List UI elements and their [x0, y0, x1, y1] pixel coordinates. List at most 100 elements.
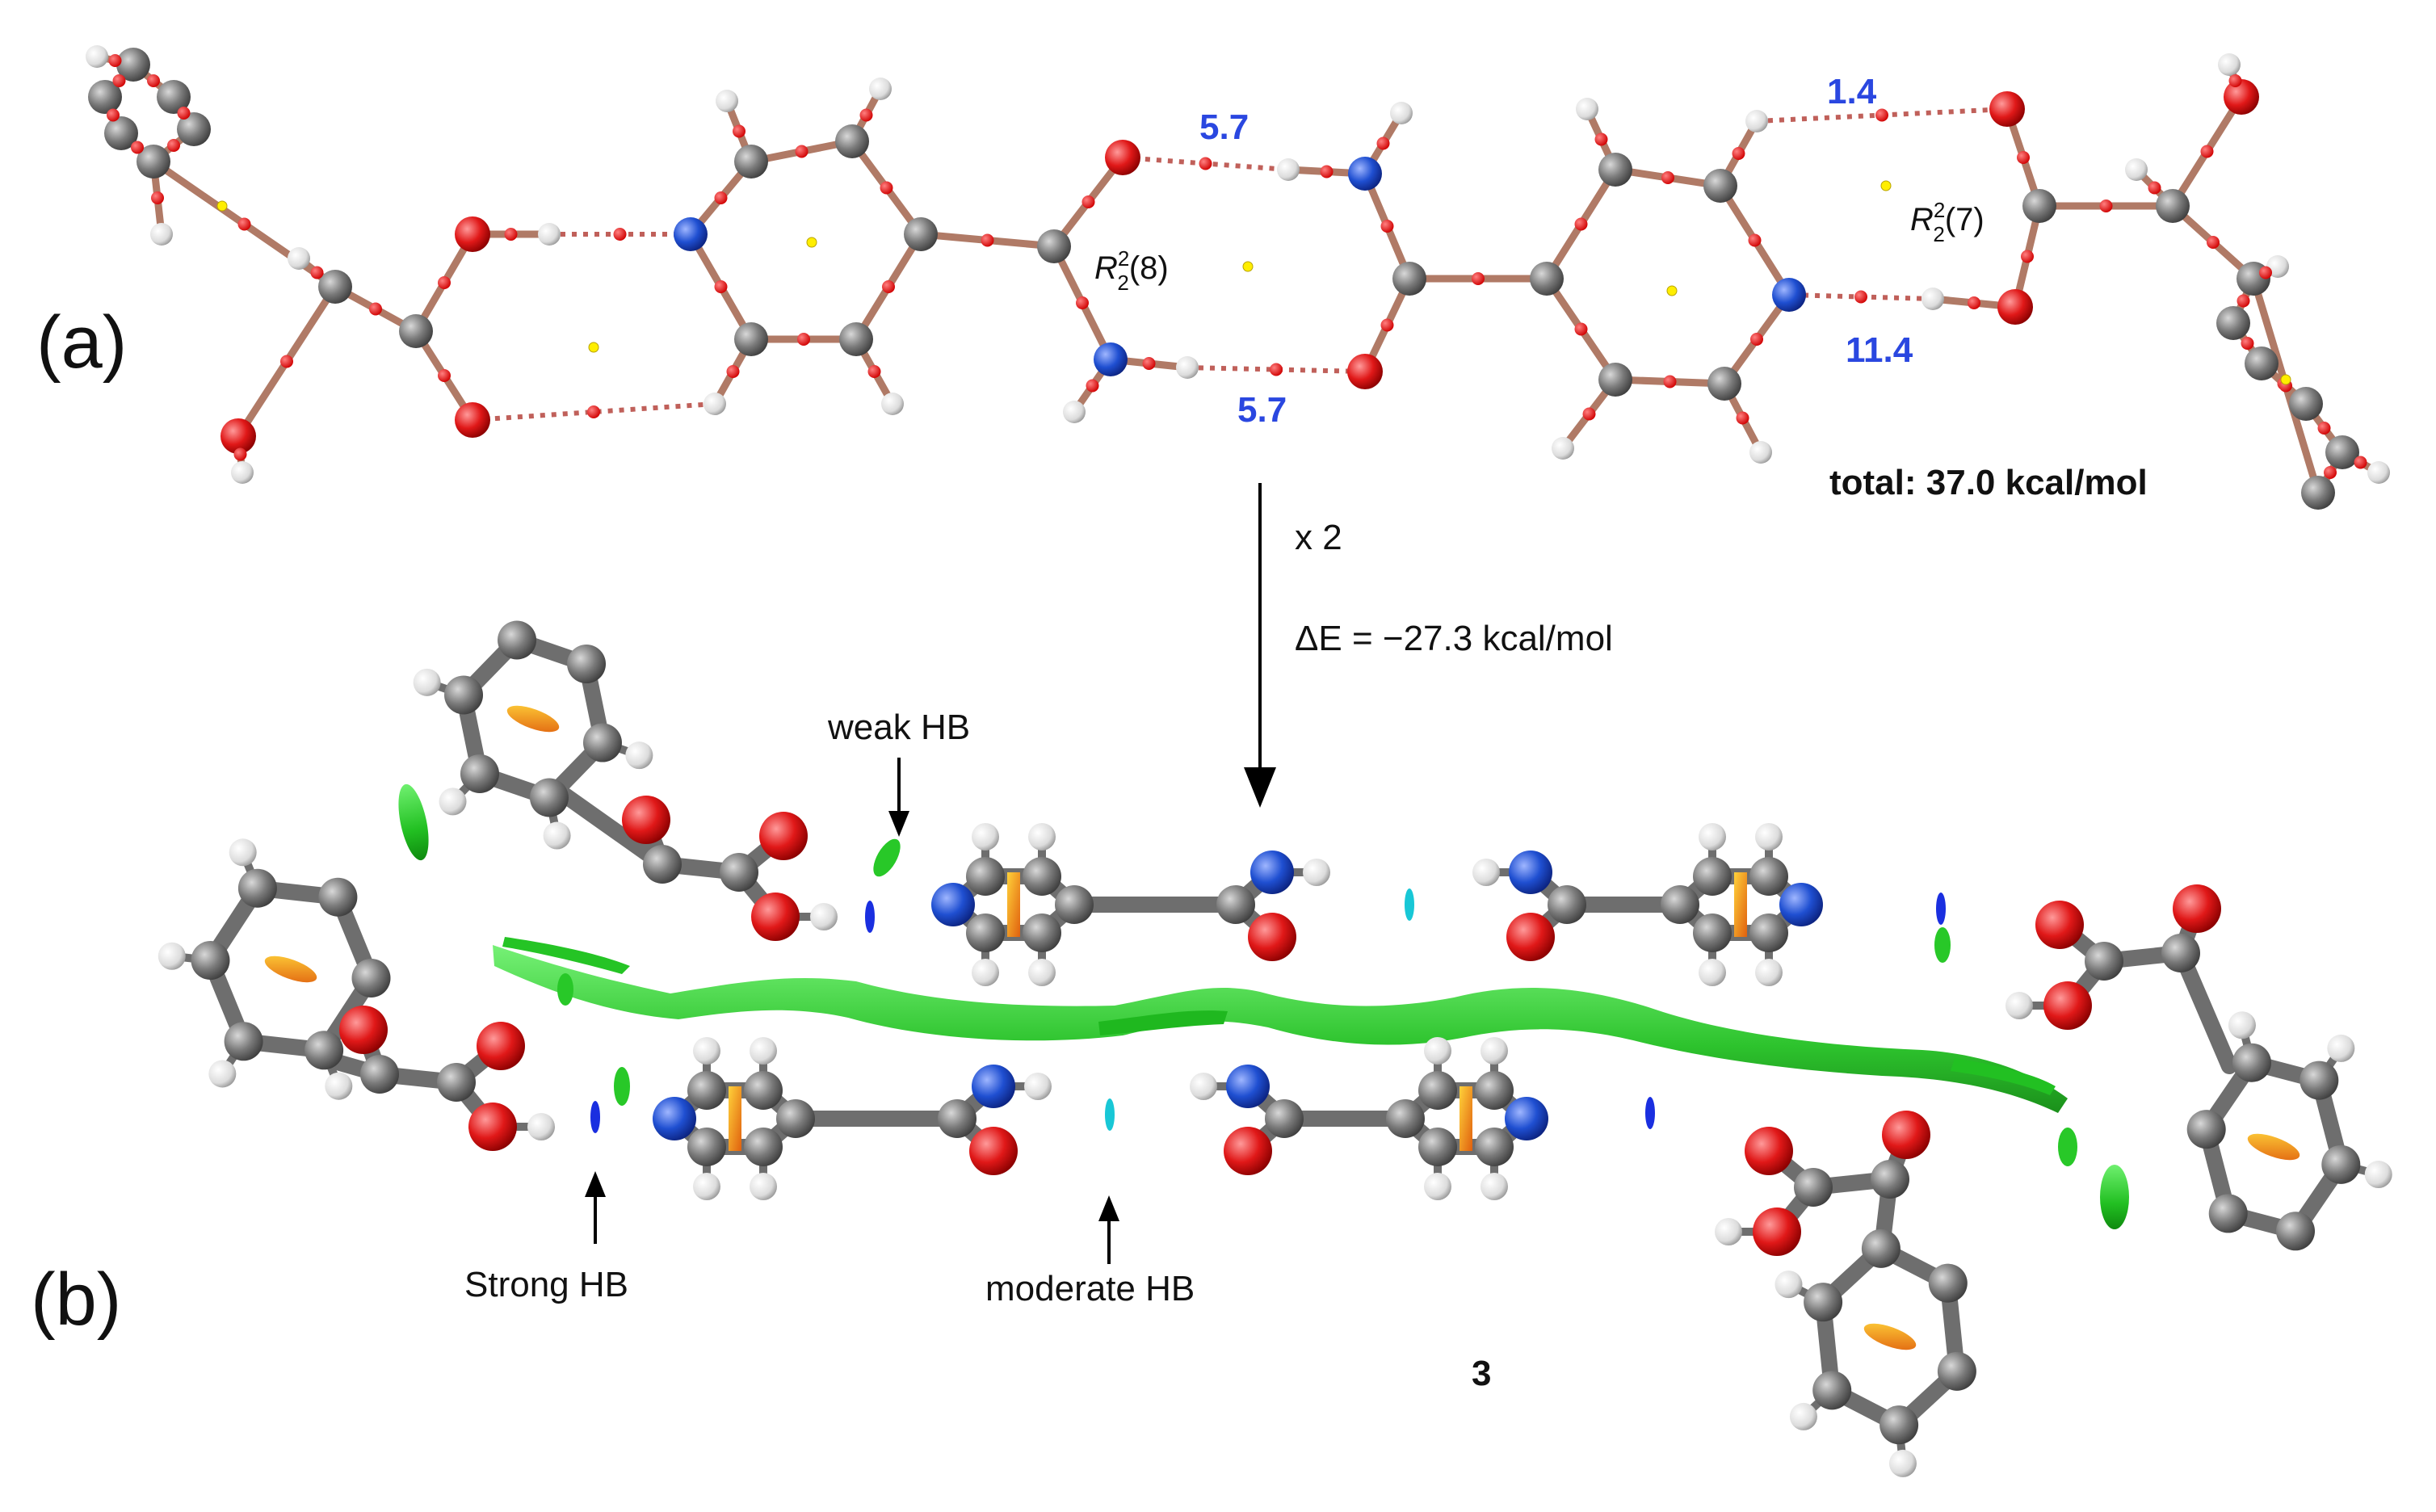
carbon-atom	[2232, 1043, 2271, 1082]
oxygen-atom	[2224, 79, 2259, 115]
carbon-atom	[444, 675, 484, 715]
hydrogen-atom	[716, 90, 738, 112]
bond-critical-point	[147, 74, 160, 87]
hydrogen-atom	[704, 393, 726, 415]
hydrogen-bond-paths	[472, 107, 2008, 422]
carbon-atom	[136, 145, 170, 178]
carbon-atom	[1937, 1351, 1976, 1391]
oxygen-atom	[1248, 913, 1296, 961]
hydrogen-atom	[1190, 1073, 1217, 1100]
nci-green-right-mid	[2058, 1128, 2077, 1166]
bond-critical-point	[2021, 250, 2034, 263]
carbon-atom	[1871, 1160, 1909, 1199]
hydrogen-atom	[972, 823, 999, 850]
oxygen-atom	[622, 796, 670, 844]
hydrogen-atom	[869, 78, 892, 100]
hydrogen-atom	[288, 247, 310, 270]
ring-nci-bar	[1007, 872, 1020, 937]
carbon-atom	[734, 145, 768, 178]
strong-hb-arrow-head	[585, 1171, 606, 1197]
bond-critical-point	[177, 107, 191, 120]
bond-critical-point	[1086, 379, 1099, 393]
hydrogen-atom	[325, 1072, 353, 1100]
carbon-atom	[966, 914, 1005, 952]
nitrogen-atom	[1509, 850, 1552, 894]
nci-stacking-fragment-c	[1951, 1058, 2056, 1095]
hydrogen-atom	[1424, 1037, 1451, 1065]
carbon-atom	[2276, 1212, 2316, 1251]
dimerization-arrow: x 2 ΔE = −27.3 kcal/mol	[1244, 483, 1613, 808]
bond-critical-point	[1380, 220, 1394, 233]
carbon-atom	[1598, 363, 1632, 397]
bond-critical-point	[1320, 165, 1334, 178]
bond-critical-point	[2317, 422, 2331, 435]
nci-green-right-low	[2100, 1165, 2129, 1229]
hydrogen-atom	[527, 1113, 555, 1140]
carbon-atom	[1812, 1371, 1852, 1410]
down-arrow-head	[1244, 767, 1276, 808]
carbon-atom	[1392, 262, 1426, 296]
ring-nci-disk	[1863, 1323, 1917, 1350]
bond-critical-point	[867, 365, 881, 378]
hydrogen-atom	[1755, 959, 1783, 986]
nci-surfaces	[398, 783, 2129, 1229]
oxygen-atom	[759, 812, 808, 860]
oxygen-atom	[1882, 1111, 1930, 1159]
hydrogen-atom	[1576, 98, 1598, 120]
nitrogen-atom	[1505, 1097, 1548, 1140]
energy-label-top-left: 5.7	[1199, 107, 1249, 147]
oxygen-atom	[468, 1102, 517, 1151]
carbon-atom	[835, 124, 869, 158]
hydrogen-atom	[2125, 158, 2148, 181]
oxygen-atom	[2035, 901, 2084, 949]
carbon-atom	[498, 620, 537, 660]
bond-critical-point	[1574, 322, 1588, 336]
bond-critical-point	[438, 369, 451, 382]
oxygen-atom	[1224, 1127, 1272, 1175]
ring-critical-point	[1666, 285, 1678, 296]
hydrogen-atom	[2266, 255, 2289, 278]
bond-critical-point	[733, 124, 746, 138]
bond-critical-point	[233, 447, 247, 461]
carbon-atom	[734, 322, 768, 356]
nci-green-weak-hb	[873, 838, 901, 877]
nitrogen-atom	[1772, 278, 1806, 312]
bond-critical-point	[2017, 151, 2030, 164]
bond-critical-point	[981, 233, 994, 247]
carbon-atom	[351, 958, 391, 998]
nitrogen-atom	[1094, 342, 1128, 376]
carbon-atom	[399, 314, 433, 348]
bond-critical-point	[438, 276, 451, 289]
bond	[2173, 945, 2237, 1074]
carbon-atom	[1749, 914, 1788, 952]
panel-b: (b)	[31, 620, 2392, 1477]
hydrogen-atom	[1715, 1218, 1742, 1245]
nitrogen-atom	[1348, 157, 1382, 191]
hydrogen-bond-critical-point	[1854, 290, 1867, 304]
oxygen-atom	[2043, 981, 2092, 1030]
panel-b-label: (b)	[31, 1258, 121, 1341]
nci-stacking-fragment-b	[1098, 1010, 1228, 1035]
carbon-atom	[744, 1071, 783, 1110]
hydrogen-atom	[2364, 1161, 2392, 1189]
oxygen-atom	[1989, 91, 2025, 127]
oxygen-atom	[455, 216, 490, 252]
bond-critical-point	[280, 355, 293, 368]
carbon-atom	[2216, 306, 2250, 340]
bond-critical-point	[2324, 466, 2337, 479]
nci-green-left-mid	[557, 973, 573, 1006]
carbon-atom	[237, 868, 277, 908]
carbon-atom	[318, 877, 358, 917]
bond-critical-point	[1472, 272, 1485, 285]
carbon-atom	[2289, 387, 2323, 421]
hydrogen-atom	[1922, 288, 1944, 310]
carbon-atom	[2245, 346, 2278, 380]
carbon-atom	[318, 270, 352, 304]
ring-critical-point	[1880, 180, 1892, 191]
carbon-atom	[1386, 1099, 1425, 1138]
carbon-atom	[1037, 229, 1071, 263]
bond-critical-point	[369, 302, 382, 316]
carbon-atom	[2161, 934, 2200, 972]
hydrogen-atom	[1480, 1173, 1508, 1200]
